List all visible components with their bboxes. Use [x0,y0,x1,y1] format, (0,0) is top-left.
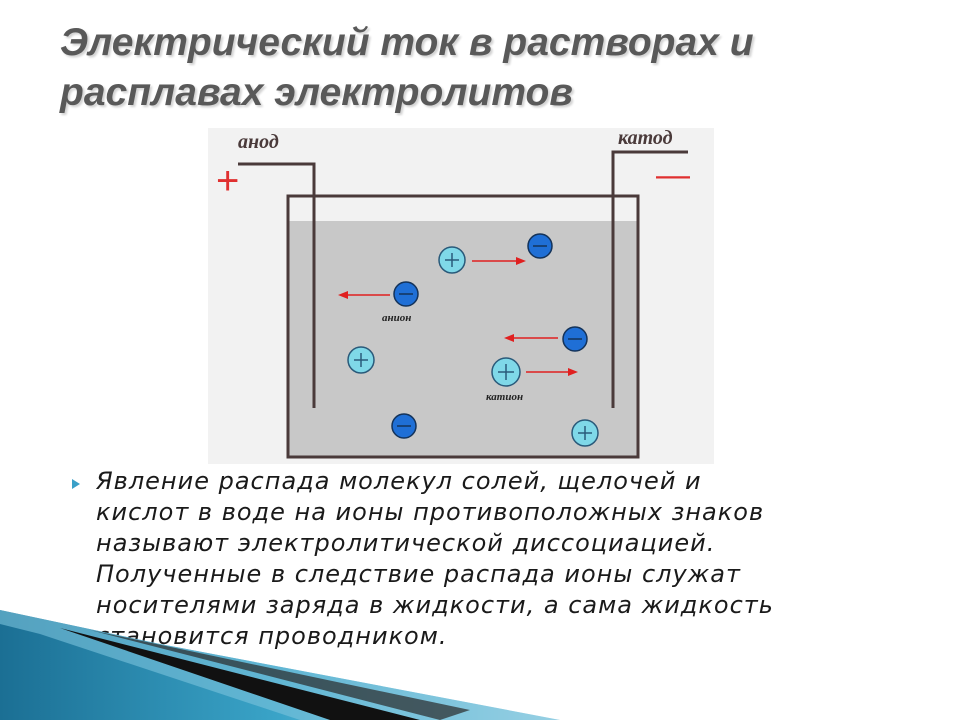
anion-label: анион [382,312,411,324]
bullet-line: Полученные в следствие распада ионы служ… [96,560,741,588]
arrow-left-icon [504,334,558,342]
plus-terminal-sign: + [216,159,239,203]
cation-label: катион [486,391,523,403]
anion-icon [391,413,417,439]
bullet-paragraph: Явление распада молекул солей, щелочей и… [96,466,896,652]
anode-label: анод [238,131,279,153]
cation-icon [347,346,375,374]
arrow-right-icon [526,368,578,376]
cation-icon [491,357,521,387]
cathode-electrode [611,150,688,408]
anion-icon [562,326,588,352]
arrow-left-icon [338,291,390,299]
anion-icon [527,233,553,259]
slide-title-line-1: Электрический ток в растворах и [60,21,754,64]
bullet-line: Явление распада молекул солей, щелочей и [96,467,702,495]
bullet-line: кислот в воде на ионы противоположных зн… [96,498,765,526]
decorative-swoosh [0,610,560,720]
slide-title: Электрический ток в растворах и расплава… [60,18,920,118]
cation-icon [438,246,466,274]
bullet-arrow-icon [72,479,80,489]
bullet-line: носителями заряда в жидкости, а сама жид… [96,591,774,619]
vessel [286,194,640,459]
anode-electrode [238,162,316,408]
cathode-label: катод [618,128,673,149]
minus-terminal-sign: — [656,156,690,194]
cation-icon [571,419,599,447]
arrow-right-icon [472,257,526,265]
anion-icon [393,281,419,307]
bullet-line: называют электролитической диссоциацией. [96,529,716,557]
electrolysis-diagram: анод катод + — [208,128,714,464]
slide-title-line-2: расплавах электролитов [60,71,573,114]
